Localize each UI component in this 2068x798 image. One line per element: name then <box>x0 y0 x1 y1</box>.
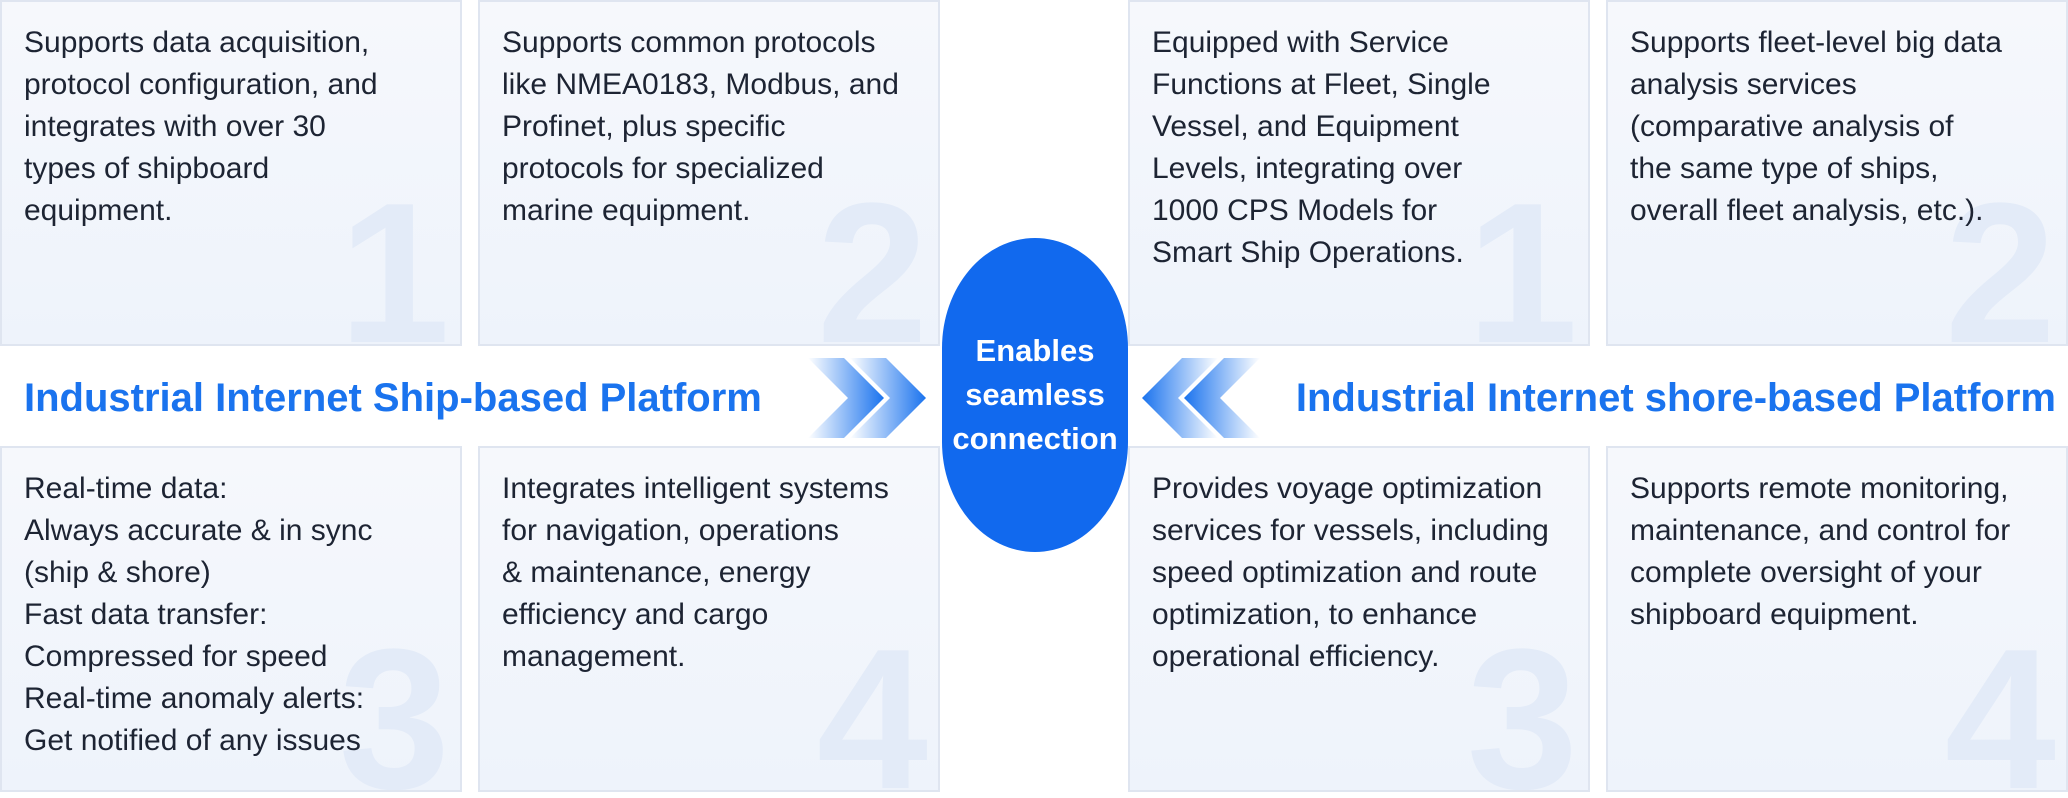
ship-card-4: Integrates intelligent systems for navig… <box>478 446 940 792</box>
ship-card-3: Real-time data: Always accurate & in syn… <box>0 446 462 792</box>
card-number: 2 <box>816 162 928 346</box>
card-number: 1 <box>338 162 450 346</box>
card-text: Provides voyage optimization services fo… <box>1152 472 1549 673</box>
center-label: Enables seamless connection <box>952 333 1118 456</box>
shore-platform-title: Industrial Internet shore-based Platform <box>1295 376 2056 420</box>
card-text: Supports common protocols like NMEA0183,… <box>502 26 899 227</box>
double-chevron-right-icon <box>808 358 926 438</box>
double-chevron-left-icon <box>1142 358 1260 438</box>
card-text: Supports fleet-level big data analysis s… <box>1630 26 2002 227</box>
card-text: Equipped with Service Functions at Fleet… <box>1152 26 1491 269</box>
card-text: Supports data acquisition, protocol conf… <box>24 26 378 227</box>
card-text: Integrates intelligent systems for navig… <box>502 472 889 673</box>
center-connection-node: Enables seamless connection <box>942 238 1128 552</box>
card-number: 4 <box>1944 608 2056 792</box>
shore-card-1: Equipped with Service Functions at Fleet… <box>1128 0 1590 346</box>
card-number: 4 <box>816 608 928 792</box>
card-text: Real-time data: Always accurate & in syn… <box>24 472 373 757</box>
card-number: 1 <box>1466 162 1578 346</box>
card-number: 2 <box>1944 162 2056 346</box>
card-number: 3 <box>338 608 450 792</box>
card-number: 3 <box>1466 608 1578 792</box>
ship-card-2: Supports common protocols like NMEA0183,… <box>478 0 940 346</box>
shore-card-3: Provides voyage optimization services fo… <box>1128 446 1590 792</box>
shore-card-2: Supports fleet-level big data analysis s… <box>1606 0 2068 346</box>
shore-card-4: Supports remote monitoring, maintenance,… <box>1606 446 2068 792</box>
ship-platform-title: Industrial Internet Ship-based Platform <box>24 376 762 420</box>
card-text: Supports remote monitoring, maintenance,… <box>1630 472 2011 631</box>
ship-card-1: Supports data acquisition, protocol conf… <box>0 0 462 346</box>
